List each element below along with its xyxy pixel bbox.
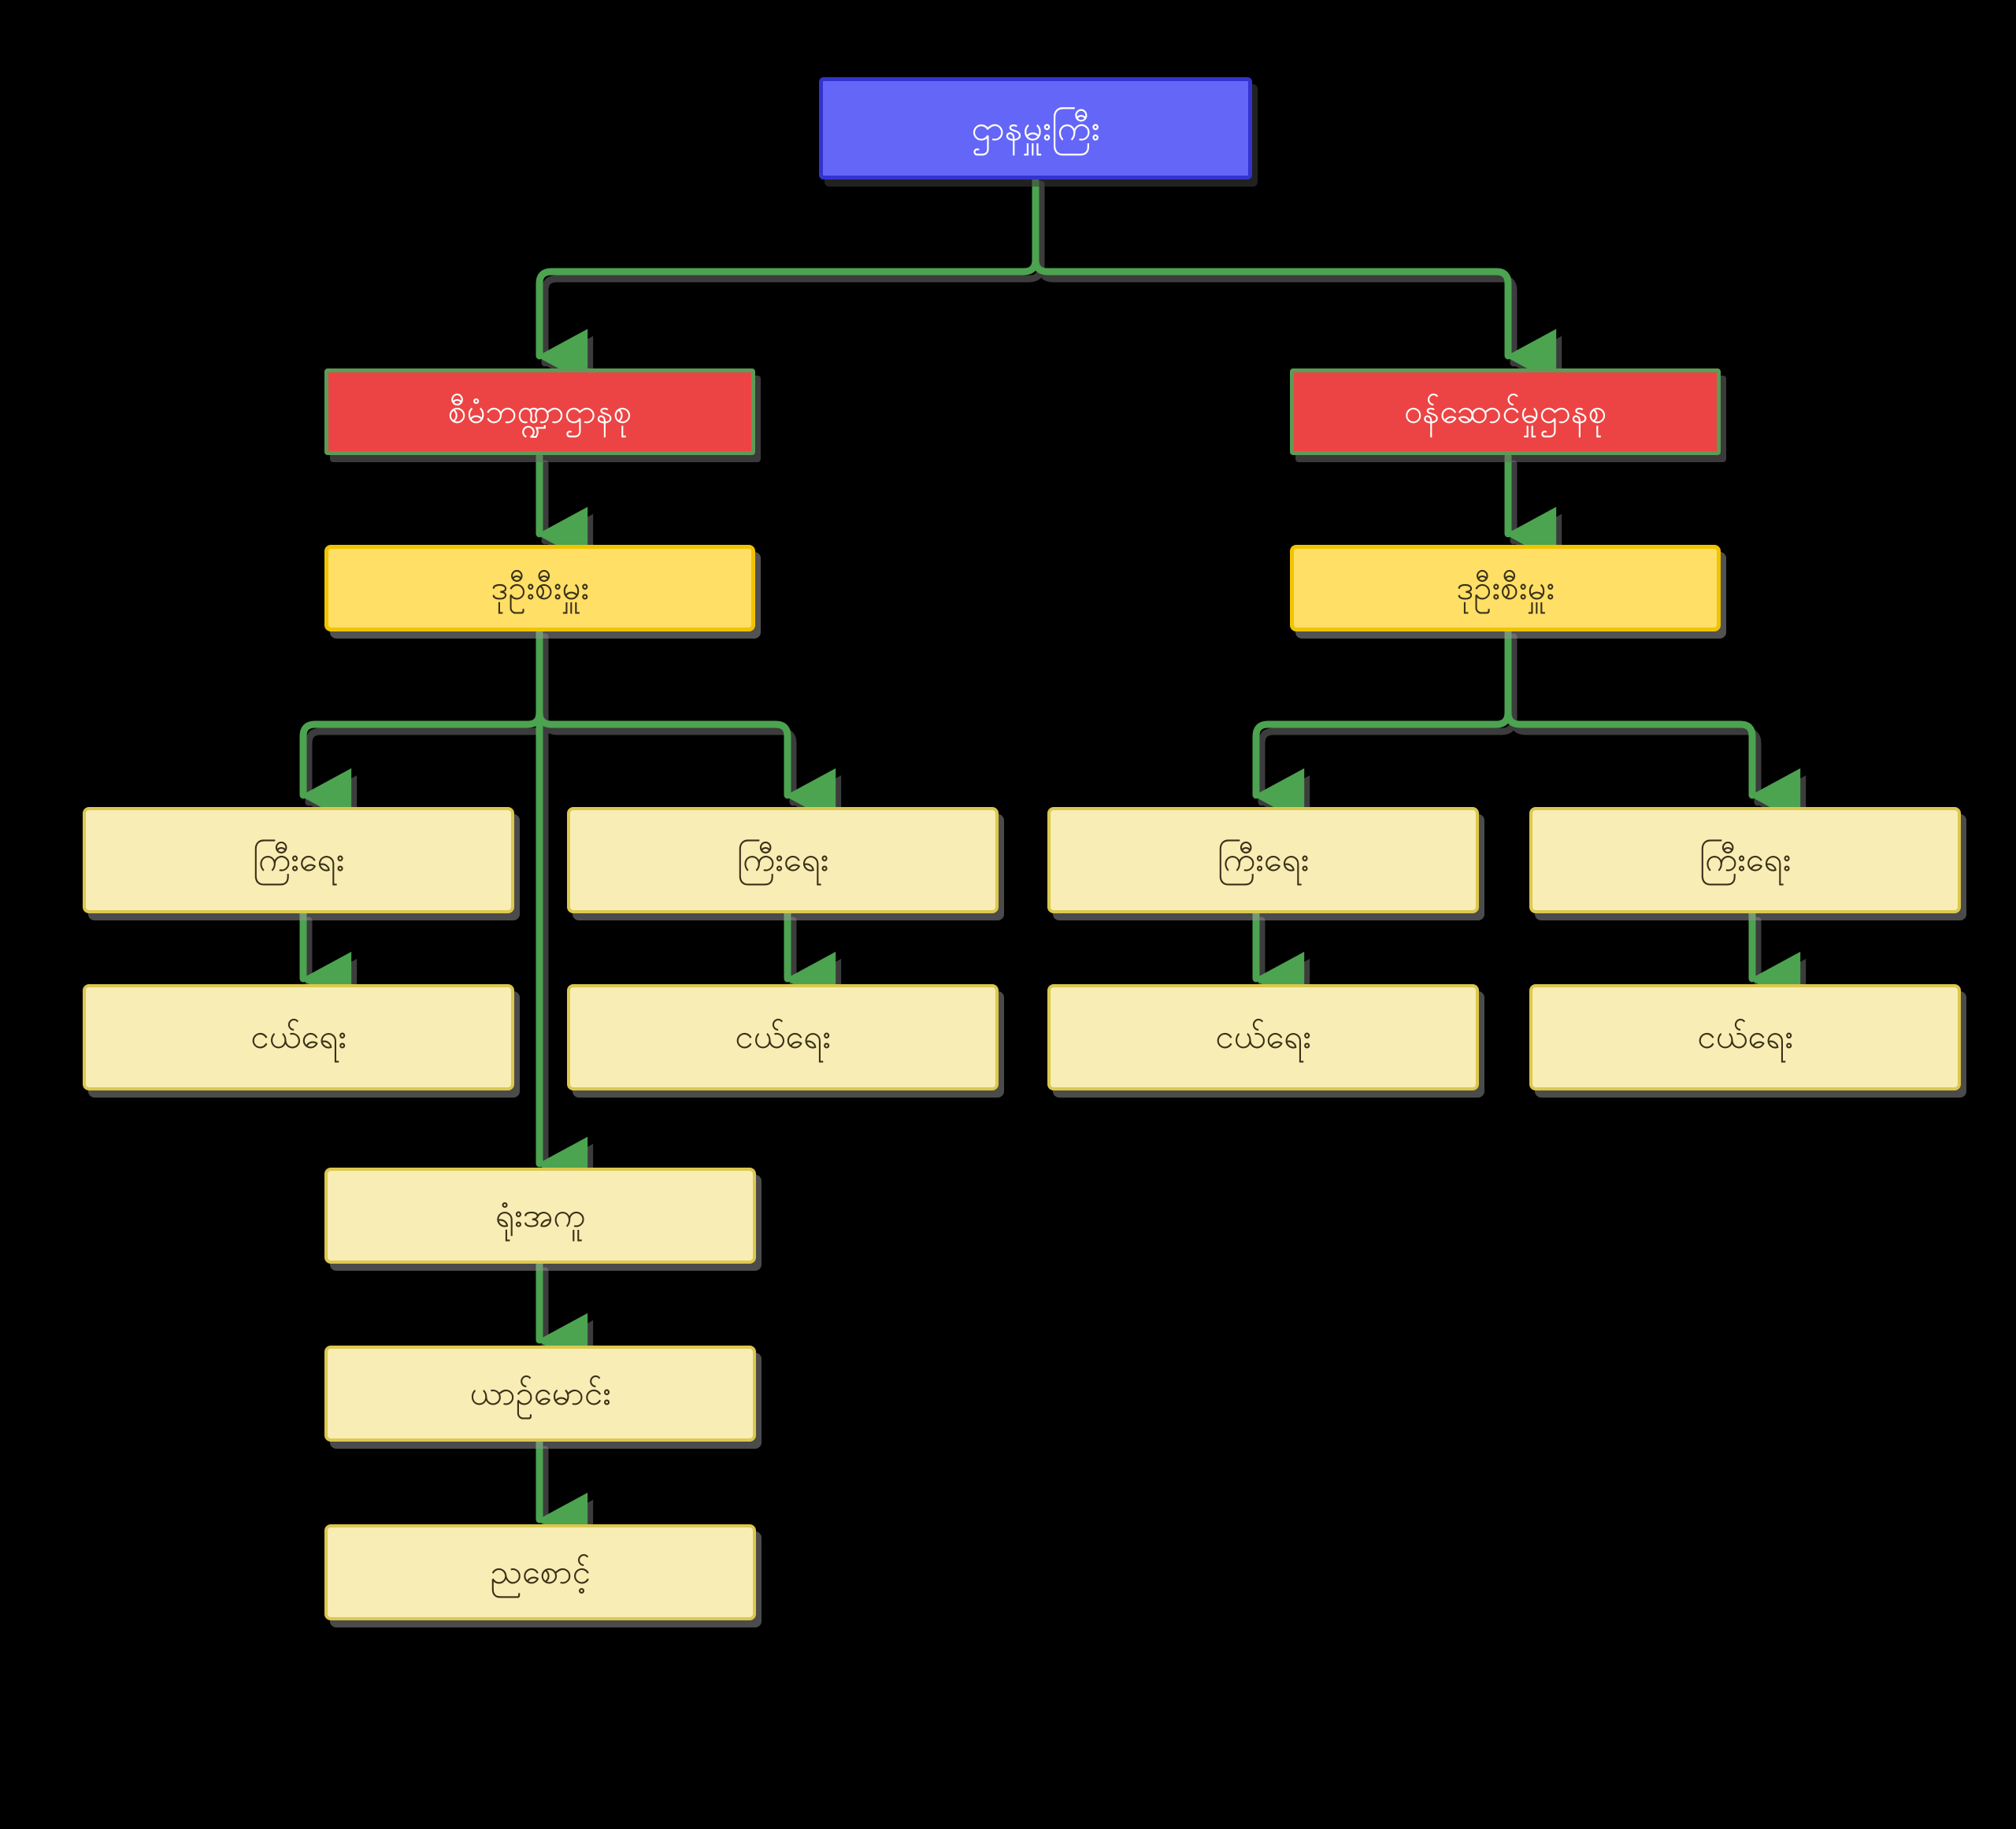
node-services-unit[interactable]: ဝန်ဆောင်မှုဌာနစု (1290, 368, 1721, 455)
node-label: ငယ်ရေး (1215, 1017, 1311, 1057)
node-driver[interactable]: ယာဉ်မောင်း (324, 1346, 756, 1442)
node-night-watchman[interactable]: ညစောင့် (324, 1524, 756, 1620)
node-label: ဒုဦးစီးမှူး (491, 568, 589, 607)
node-senior-clerk-right-2[interactable]: ကြီးရေး (1529, 807, 1961, 913)
node-label: ညစောင့် (490, 1552, 591, 1591)
node-junior-clerk-left-2[interactable]: ငယ်ရေး (567, 984, 999, 1090)
edge-deputy-right-to-senior-1 (1252, 626, 1512, 824)
node-label: ဝန်ဆောင်မှုဌာနစု (1403, 391, 1607, 431)
node-label: စီမံဘဏ္ဍာဌာနစု (447, 391, 632, 431)
edge-root-to-dept-right (1032, 173, 1557, 385)
node-label: ရုံးအကူ (495, 1195, 586, 1235)
node-administration-finance-unit[interactable]: စီမံဘဏ္ဍာဌာနစု (324, 368, 755, 455)
node-deputy-supervisor-left[interactable]: ဒုဦးစီးမှူး (324, 545, 755, 631)
edge-deputy-left-to-senior-2 (536, 626, 836, 824)
node-junior-clerk-right-1[interactable]: ငယ်ရေး (1047, 984, 1479, 1090)
node-label: ငယ်ရေး (1697, 1017, 1793, 1057)
node-label: ကြီးရေး (736, 840, 829, 879)
node-junior-clerk-left-1[interactable]: ငယ်ရေး (83, 984, 514, 1090)
node-office-assistant[interactable]: ရုံးအကူ (324, 1168, 756, 1264)
node-label: ဌာနမှူးကြီး (971, 108, 1100, 149)
node-label: ငယ်ရေး (735, 1017, 831, 1057)
edge-root-to-dept-left (536, 173, 1040, 385)
node-senior-clerk-left-2[interactable]: ကြီးရေး (567, 807, 999, 913)
node-label: ကြီးရေး (1217, 840, 1310, 879)
node-head-of-department[interactable]: ဌာနမှူးကြီး (819, 77, 1252, 180)
node-label: ကြီးရေး (1699, 840, 1792, 879)
node-label: ငယ်ရေး (250, 1017, 346, 1057)
node-label: ကြီးရေး (252, 840, 345, 879)
edge-deputy-right-to-senior-2 (1504, 626, 1801, 824)
node-senior-clerk-left-1[interactable]: ကြီးရေး (83, 807, 514, 913)
node-deputy-supervisor-right[interactable]: ဒုဦးစီးမှူး (1290, 545, 1721, 631)
node-senior-clerk-right-1[interactable]: ကြီးရေး (1047, 807, 1479, 913)
edge-deputy-left-to-senior-1 (299, 626, 543, 824)
node-label: ယာဉ်မောင်း (469, 1373, 611, 1412)
node-label: ဒုဦးစီးမှူး (1456, 568, 1555, 607)
node-junior-clerk-right-2[interactable]: ငယ်ရေး (1529, 984, 1961, 1090)
